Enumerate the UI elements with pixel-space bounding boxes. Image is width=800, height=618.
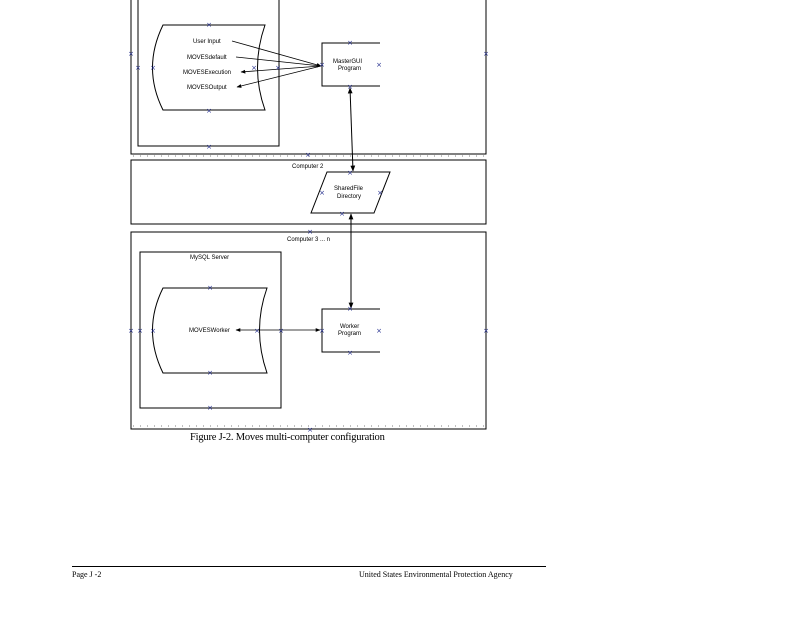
svg-text:×: × <box>207 404 213 412</box>
db-label-movesexecution: MOVESExecution <box>183 70 231 76</box>
svg-text:×: × <box>128 327 134 335</box>
svg-text:×: × <box>305 151 311 159</box>
svg-text:×: × <box>150 64 156 72</box>
computer-2-title: Computer 2 <box>292 164 324 170</box>
svg-text:×: × <box>254 327 260 335</box>
svg-text:×: × <box>347 83 353 91</box>
svg-text:×: × <box>207 284 213 292</box>
svg-text:×: × <box>377 189 383 197</box>
shared-file-label-2: Directory <box>337 194 361 200</box>
figure-caption: Figure J-2. Moves multi-computer configu… <box>190 432 385 443</box>
mastergui-label-2: Program <box>338 66 361 72</box>
svg-text:×: × <box>207 369 213 377</box>
computer-3-box <box>130 231 487 430</box>
footer-page-number: Page J -2 <box>72 570 102 579</box>
worker-label-1: Worker <box>340 324 359 330</box>
computer-2-box <box>130 159 487 225</box>
svg-text:×: × <box>483 50 489 58</box>
svg-text:×: × <box>376 327 382 335</box>
svg-text:×: × <box>128 50 134 58</box>
svg-text:×: × <box>206 143 212 151</box>
svg-text:×: × <box>483 327 489 335</box>
svg-text:×: × <box>135 64 141 72</box>
svg-text:×: × <box>376 61 382 69</box>
computer-1-database-labels: User Input MOVESdefault MOVESExecution M… <box>183 39 231 91</box>
svg-text:×: × <box>319 327 325 335</box>
db-label-movesoutput: MOVESOutput <box>187 85 227 91</box>
moves-worker-label: MOVESWorker <box>189 328 230 334</box>
computer-1-database-shape <box>152 24 266 111</box>
svg-text:×: × <box>339 210 345 218</box>
footer-agency: United States Environmental Protection A… <box>359 570 513 579</box>
master-to-shared-connector <box>347 87 356 172</box>
selection-markers: × × × × × × × × × × × × × × × × × × × × … <box>128 21 489 434</box>
moves-worker-database-shape <box>152 287 268 374</box>
worker-program-box <box>321 308 380 353</box>
db-label-user-input: User Input <box>193 39 221 45</box>
svg-text:×: × <box>275 64 281 72</box>
svg-text:×: × <box>206 107 212 115</box>
svg-text:×: × <box>307 228 313 236</box>
db-label-movesdefault: MOVESdefault <box>187 55 227 61</box>
computer-1-connectors <box>231 40 322 88</box>
figure-caption-text: Moves multi-computer configuration <box>235 432 385 443</box>
computer-3-title: Computer 3 ... n <box>287 237 330 243</box>
svg-text:×: × <box>307 426 313 434</box>
svg-text:×: × <box>206 21 212 29</box>
svg-text:×: × <box>319 61 325 69</box>
mastergui-program-box <box>321 42 380 87</box>
svg-text:×: × <box>347 169 353 177</box>
computer-1-box <box>130 0 487 157</box>
worker-label-2: Program <box>338 331 361 337</box>
shared-file-label-1: SharedFile <box>334 186 364 192</box>
figure-caption-label: Figure J-2. <box>190 432 234 443</box>
svg-text:×: × <box>347 349 353 357</box>
svg-text:×: × <box>278 327 284 335</box>
footer-rule <box>72 566 546 567</box>
computer-1-server-box <box>137 0 280 147</box>
mastergui-label-1: MasterGUI <box>333 59 362 65</box>
svg-text:×: × <box>319 189 325 197</box>
svg-text:×: × <box>137 327 143 335</box>
shared-file-directory-shape <box>310 171 391 214</box>
svg-text:×: × <box>150 327 156 335</box>
svg-text:×: × <box>251 64 257 72</box>
svg-text:×: × <box>347 39 353 47</box>
svg-text:×: × <box>347 305 353 313</box>
mysql-server-title: MySQL Server <box>190 255 229 261</box>
